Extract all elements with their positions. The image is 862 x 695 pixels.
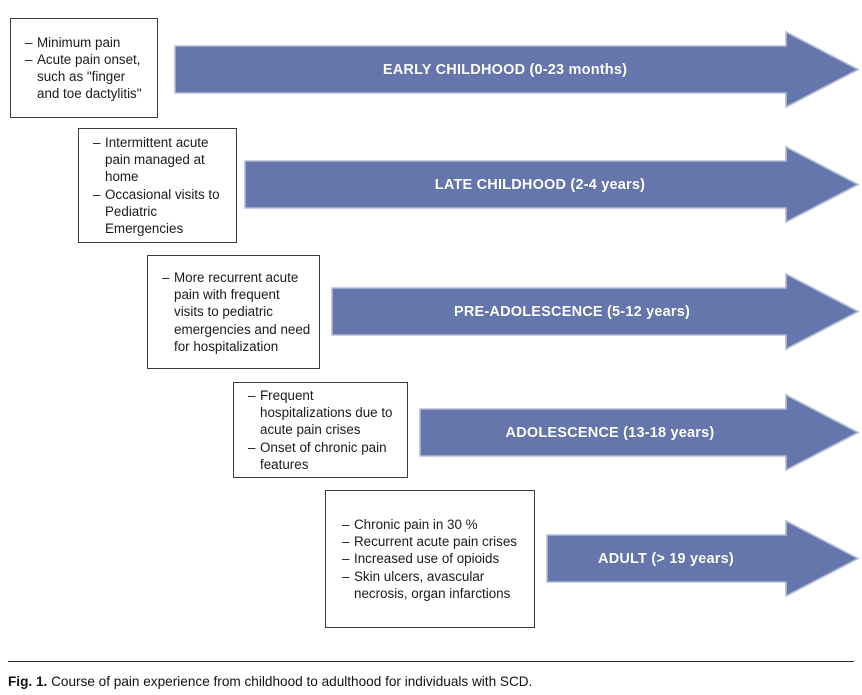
note-text: More recurrent acute pain with frequent …	[174, 269, 311, 354]
note-list-late-childhood: –Intermittent acute pain managed at home…	[93, 134, 230, 237]
note-item: –Increased use of opioids	[342, 550, 528, 567]
note-item: –Frequent hospitalizations due to acute …	[248, 387, 401, 439]
dash-bullet-icon: –	[248, 387, 256, 403]
note-box-pre-adolescence: –More recurrent acute pain with frequent…	[147, 255, 320, 369]
figure-caption: Fig. 1. Course of pain experience from c…	[8, 673, 854, 691]
note-box-adult: –Chronic pain in 30 %–Recurrent acute pa…	[325, 490, 535, 628]
note-text: Skin ulcers, avascular necrosis, organ i…	[354, 568, 511, 601]
dash-bullet-icon: –	[248, 439, 256, 455]
arrow-shape-adolescence	[419, 393, 860, 472]
arrow-shape-early-childhood	[174, 30, 860, 109]
note-text: Intermittent acute pain managed at home	[105, 134, 209, 185]
note-item: –Intermittent acute pain managed at home	[93, 134, 230, 186]
note-item: –Onset of chronic pain features	[248, 439, 401, 473]
stage-arrow-adult: ADULT (> 19 years)	[546, 519, 860, 598]
note-item: –More recurrent acute pain with frequent…	[162, 269, 313, 355]
note-item: –Chronic pain in 30 %	[342, 516, 528, 533]
note-text: Increased use of opioids	[354, 551, 500, 567]
note-text: Frequent hospitalizations due to acute p…	[260, 387, 393, 438]
arrow-shape-late-childhood	[244, 145, 860, 224]
stage-arrow-late-childhood: LATE CHILDHOOD (2-4 years)	[244, 145, 860, 224]
dash-bullet-icon: –	[162, 269, 170, 285]
note-item: –Skin ulcers, avascular necrosis, organ …	[342, 568, 528, 602]
dash-bullet-icon: –	[342, 534, 350, 550]
dash-bullet-icon: –	[342, 568, 350, 584]
figure-caption-text: Course of pain experience from childhood…	[51, 674, 533, 689]
dash-bullet-icon: –	[93, 134, 101, 150]
pain-course-diagram: EARLY CHILDHOOD (0-23 months)–Minimum pa…	[10, 18, 860, 628]
stage-arrow-pre-adolescence: PRE-ADOLESCENCE (5-12 years)	[331, 272, 860, 351]
dash-bullet-icon: –	[93, 186, 101, 202]
note-list-adult: –Chronic pain in 30 %–Recurrent acute pa…	[342, 516, 528, 602]
note-item: –Acute pain onset, such as "finger and t…	[25, 51, 151, 103]
note-text: Acute pain onset, such as "finger and to…	[37, 51, 142, 102]
stage-arrow-adolescence: ADOLESCENCE (13-18 years)	[419, 393, 860, 472]
caption-divider	[8, 661, 854, 663]
stage-arrow-early-childhood: EARLY CHILDHOOD (0-23 months)	[174, 30, 860, 109]
note-item: –Occasional visits to Pediatric Emergenc…	[93, 186, 230, 238]
figure-caption-area: Fig. 1. Course of pain experience from c…	[0, 645, 862, 695]
note-box-adolescence: –Frequent hospitalizations due to acute …	[233, 382, 408, 478]
arrow-shape-pre-adolescence	[331, 272, 860, 351]
note-text: Occasional visits to Pediatric Emergenci…	[105, 186, 220, 236]
note-list-pre-adolescence: –More recurrent acute pain with frequent…	[162, 269, 313, 355]
note-item: –Minimum pain	[25, 34, 151, 51]
note-item: –Recurrent acute pain crises	[342, 533, 528, 550]
dash-bullet-icon: –	[342, 516, 350, 532]
dash-bullet-icon: –	[25, 51, 33, 67]
note-text: Minimum pain	[37, 34, 121, 50]
note-box-early-childhood: –Minimum pain–Acute pain onset, such as …	[10, 18, 158, 118]
note-list-adolescence: –Frequent hospitalizations due to acute …	[248, 387, 401, 473]
note-text: Onset of chronic pain features	[260, 439, 387, 472]
note-text: Recurrent acute pain crises	[354, 534, 517, 550]
note-text: Chronic pain in 30 %	[354, 516, 478, 532]
arrow-shape-adult	[546, 519, 860, 598]
dash-bullet-icon: –	[25, 34, 33, 50]
dash-bullet-icon: –	[342, 551, 350, 567]
note-list-early-childhood: –Minimum pain–Acute pain onset, such as …	[25, 34, 151, 103]
note-box-late-childhood: –Intermittent acute pain managed at home…	[78, 128, 237, 243]
figure-number: Fig. 1.	[8, 674, 52, 689]
